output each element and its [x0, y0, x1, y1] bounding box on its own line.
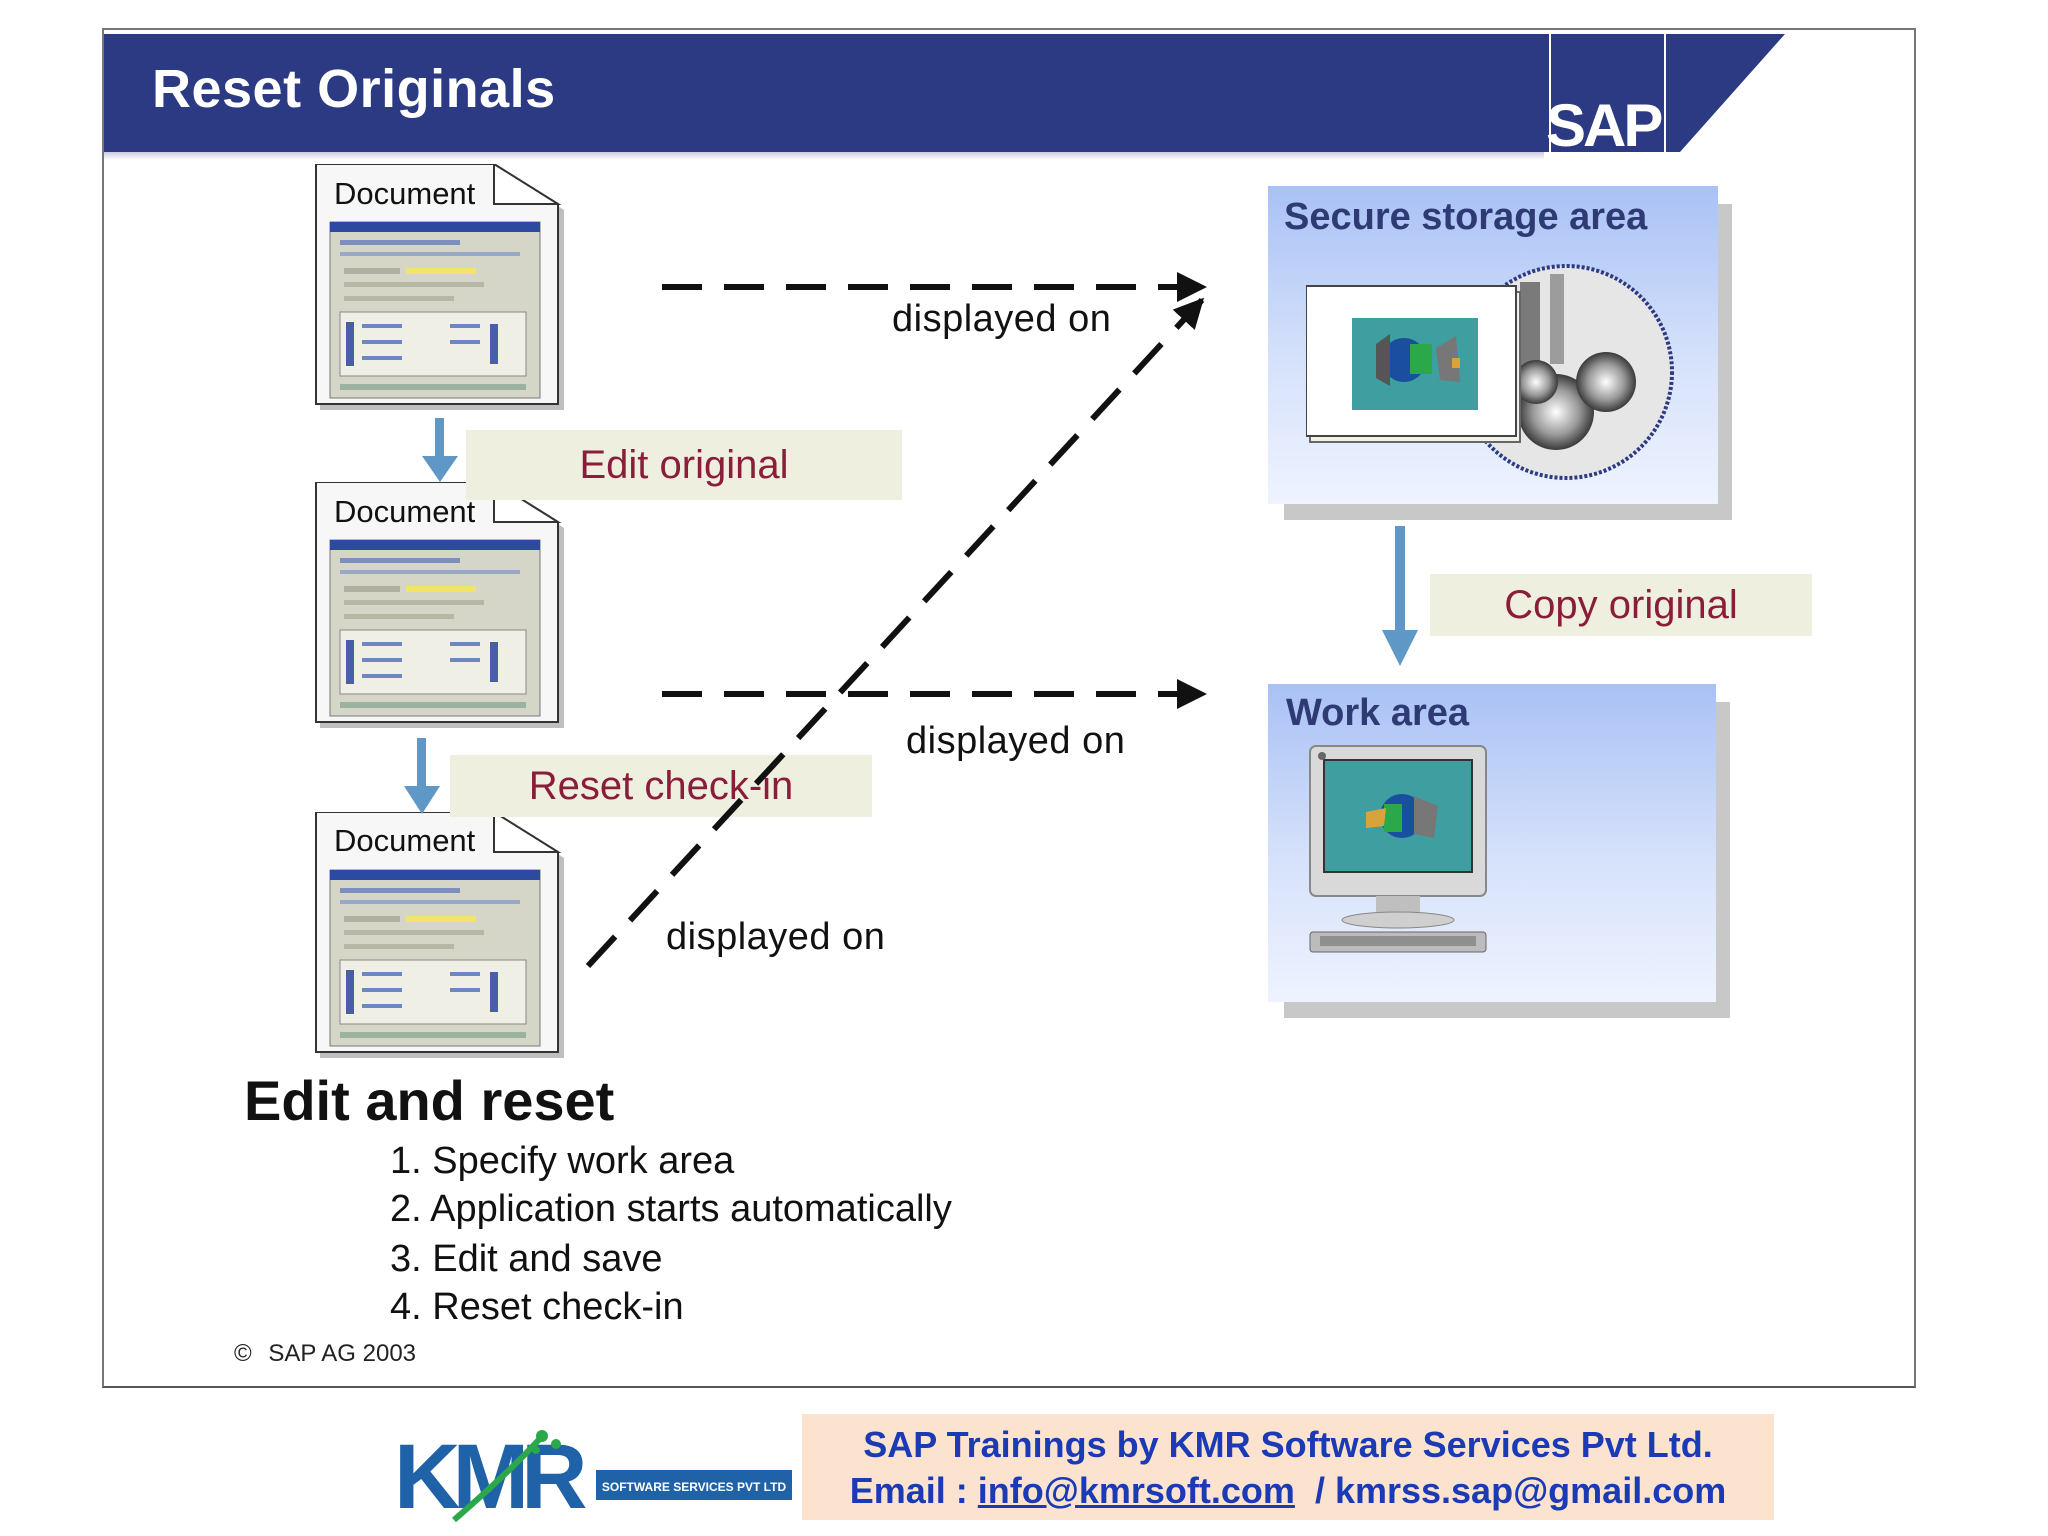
document-icon	[315, 482, 564, 728]
displayed-on-label: displayed on	[906, 720, 1126, 762]
computer-monitor-icon	[1309, 745, 1487, 953]
slide-frame	[102, 28, 1916, 1388]
sap-logo-text: SAP	[1546, 92, 1661, 158]
copyright: © SAP AG 2003	[234, 1340, 416, 1368]
email-secondary: kmrss.sap@gmail.com	[1334, 1470, 1727, 1511]
edit-original-label: Edit original	[466, 430, 902, 500]
title-bar-shadow	[104, 152, 1544, 160]
edit-and-reset-heading: Edit and reset	[244, 1069, 615, 1132]
footer-line1: SAP Trainings by KMR Software Services P…	[863, 1424, 1713, 1465]
displayed-on-label: displayed on	[666, 916, 886, 958]
list-item: 3. Edit and save	[390, 1238, 663, 1280]
down-arrow-icon	[422, 418, 458, 482]
page-title: Reset Originals	[152, 59, 556, 119]
down-arrow-icon	[1382, 526, 1418, 666]
copy-original-label: Copy original	[1430, 574, 1812, 636]
email-separator: /	[1294, 1470, 1335, 1511]
footer-contact: Email : info@kmrsoft.com / kmrss.sap@gma…	[802, 1470, 1774, 1512]
kmr-tagline: SOFTWARE SERVICES PVT LTD	[602, 1480, 787, 1494]
list-item: 1. Specify work area	[390, 1140, 735, 1182]
footer-banner	[802, 1414, 1774, 1520]
displayed-on-arrows	[585, 272, 1207, 969]
document-label: Document	[334, 176, 476, 211]
list-item: 2. Application starts automatically	[390, 1188, 952, 1230]
email-link-primary[interactable]: info@kmrsoft.com	[977, 1470, 1295, 1511]
storage-illustration-icon	[1306, 264, 1674, 480]
title-bar	[104, 34, 1544, 152]
sap-logo: SAP	[1540, 34, 1785, 158]
email-label: Email :	[849, 1470, 978, 1511]
secure-storage-title: Secure storage area	[1284, 196, 1648, 238]
list-item: 4. Reset check-in	[390, 1286, 684, 1328]
copyright-text: SAP AG 2003	[268, 1340, 417, 1367]
document-icon	[315, 812, 564, 1058]
document-icon	[315, 164, 564, 410]
copyright-symbol: ©	[234, 1340, 252, 1367]
dashed-arrow-diagonal	[585, 297, 1205, 969]
work-area-title: Work area	[1286, 692, 1470, 734]
reset-checkin-label: Reset check-in	[450, 755, 872, 817]
displayed-on-label: displayed on	[892, 298, 1112, 340]
down-arrow-icon	[404, 738, 440, 814]
document-label: Document	[334, 494, 476, 529]
kmr-logo: KMR SOFTWARE SERVICES PVT LTD	[394, 1428, 792, 1524]
document-label: Document	[334, 823, 476, 858]
